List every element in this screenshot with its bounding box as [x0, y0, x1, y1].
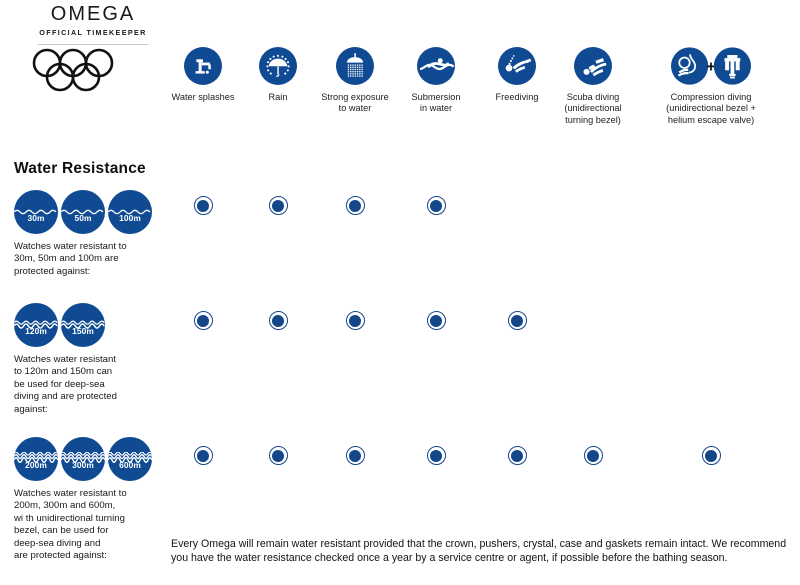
- brand-block: OMEGA OFFICIAL TIMEKEEPER: [28, 4, 158, 45]
- umbrella-rain-icon: [218, 46, 338, 86]
- depth-badge-120m: 120m: [14, 303, 58, 347]
- brand-tagline: OFFICIAL TIMEKEEPER: [39, 28, 147, 37]
- protection-dot-row-120-150-rain: [268, 311, 288, 330]
- protection-dot-row-120-150-strong-exposure: [345, 311, 365, 330]
- row-description-row-200-600: Watches water resistant to 200m, 300m an…: [14, 488, 127, 562]
- shower-icon: [295, 46, 415, 86]
- protection-dot-row-30-100-water-splashes: [193, 196, 213, 215]
- depth-label: 120m: [25, 326, 47, 336]
- protection-dot-row-120-150-water-splashes: [193, 311, 213, 330]
- depth-badges: 120m 150m: [14, 303, 174, 347]
- olympic-rings-icon: [30, 48, 130, 99]
- depth-badges: 200m 300m 600m: [14, 437, 174, 481]
- faucet-icon: [143, 46, 263, 86]
- column-header-rain: Rain: [218, 46, 338, 103]
- depth-badge-300m: 300m: [61, 437, 105, 481]
- column-label-submersion: Submersion in water: [411, 92, 461, 114]
- depth-label: 300m: [72, 460, 94, 470]
- wave-icon: [61, 203, 105, 215]
- depth-badge-50m: 50m: [61, 190, 105, 234]
- row-description-row-30-100: Watches water resistant to 30m, 50m and …: [14, 241, 127, 277]
- column-label-scuba-diving: Scuba diving (unidirectional turning bez…: [564, 92, 622, 125]
- freediver-icon: [457, 46, 577, 86]
- protection-dot-row-200-600-submersion: [426, 446, 446, 465]
- column-label-rain: Rain: [268, 92, 288, 102]
- scuba-diver-icon: [533, 46, 653, 86]
- row-description-row-120-150: Watches water resistant to 120m and 150m…: [14, 354, 117, 415]
- brand-divider: [38, 44, 148, 45]
- wave-icon: [108, 203, 152, 215]
- column-header-scuba-diving: Scuba diving (unidirectional turning bez…: [533, 46, 653, 126]
- protection-dot-row-200-600-rain: [268, 446, 288, 465]
- wave-icon: [61, 316, 105, 329]
- wave-icon: [14, 316, 58, 329]
- depth-label: 30m: [27, 213, 45, 223]
- column-label-strong-exposure: Strong exposure to water: [321, 92, 389, 114]
- column-label-compression-diving: Compression diving (unidirectional bezel…: [666, 92, 756, 125]
- column-label-water-splashes: Water splashes: [171, 92, 235, 102]
- depth-badge-200m: 200m: [14, 437, 58, 481]
- column-header-water-splashes: Water splashes: [143, 46, 263, 103]
- depth-label: 50m: [74, 213, 92, 223]
- depth-badge-600m: 600m: [108, 437, 152, 481]
- protection-dot-row-120-150-submersion: [426, 311, 446, 330]
- footer-note: Every Omega will remain water resistant …: [171, 538, 787, 564]
- brand-name: OMEGA: [50, 3, 136, 25]
- compression-diving-icon: +: [626, 46, 796, 86]
- column-header-freediving: Freediving: [457, 46, 577, 103]
- depth-badge-100m: 100m: [108, 190, 152, 234]
- protection-dot-row-30-100-rain: [268, 196, 288, 215]
- protection-dot-row-30-100-submersion: [426, 196, 446, 215]
- depth-label: 600m: [119, 460, 141, 470]
- column-header-submersion: Submersion in water: [376, 46, 496, 115]
- protection-dot-row-200-600-scuba-diving: [583, 446, 603, 465]
- depth-label: 100m: [119, 213, 141, 223]
- column-header-strong-exposure: Strong exposure to water: [295, 46, 415, 115]
- protection-dot-row-200-600-water-splashes: [193, 446, 213, 465]
- protection-dot-row-30-100-strong-exposure: [345, 196, 365, 215]
- page-title: Water Resistance: [14, 160, 146, 177]
- wave-icon: [108, 450, 152, 464]
- protection-dot-row-200-600-freediving: [507, 446, 527, 465]
- depth-badge-30m: 30m: [14, 190, 58, 234]
- swimmer-icon: [376, 46, 496, 86]
- wave-icon: [61, 450, 105, 464]
- depth-label: 150m: [72, 326, 94, 336]
- depth-label: 200m: [25, 460, 47, 470]
- wave-icon: [14, 203, 58, 215]
- column-header-compression-diving: + Compression diving (unidirectional bez…: [626, 46, 796, 126]
- wave-icon: [14, 450, 58, 464]
- protection-dot-row-200-600-compression-diving: [701, 446, 721, 465]
- depth-badge-150m: 150m: [61, 303, 105, 347]
- protection-dot-row-120-150-freediving: [507, 311, 527, 330]
- depth-badges: 30m 50m 100m: [14, 190, 174, 234]
- svg-text:+: +: [706, 59, 715, 76]
- column-label-freediving: Freediving: [495, 92, 539, 102]
- protection-dot-row-200-600-strong-exposure: [345, 446, 365, 465]
